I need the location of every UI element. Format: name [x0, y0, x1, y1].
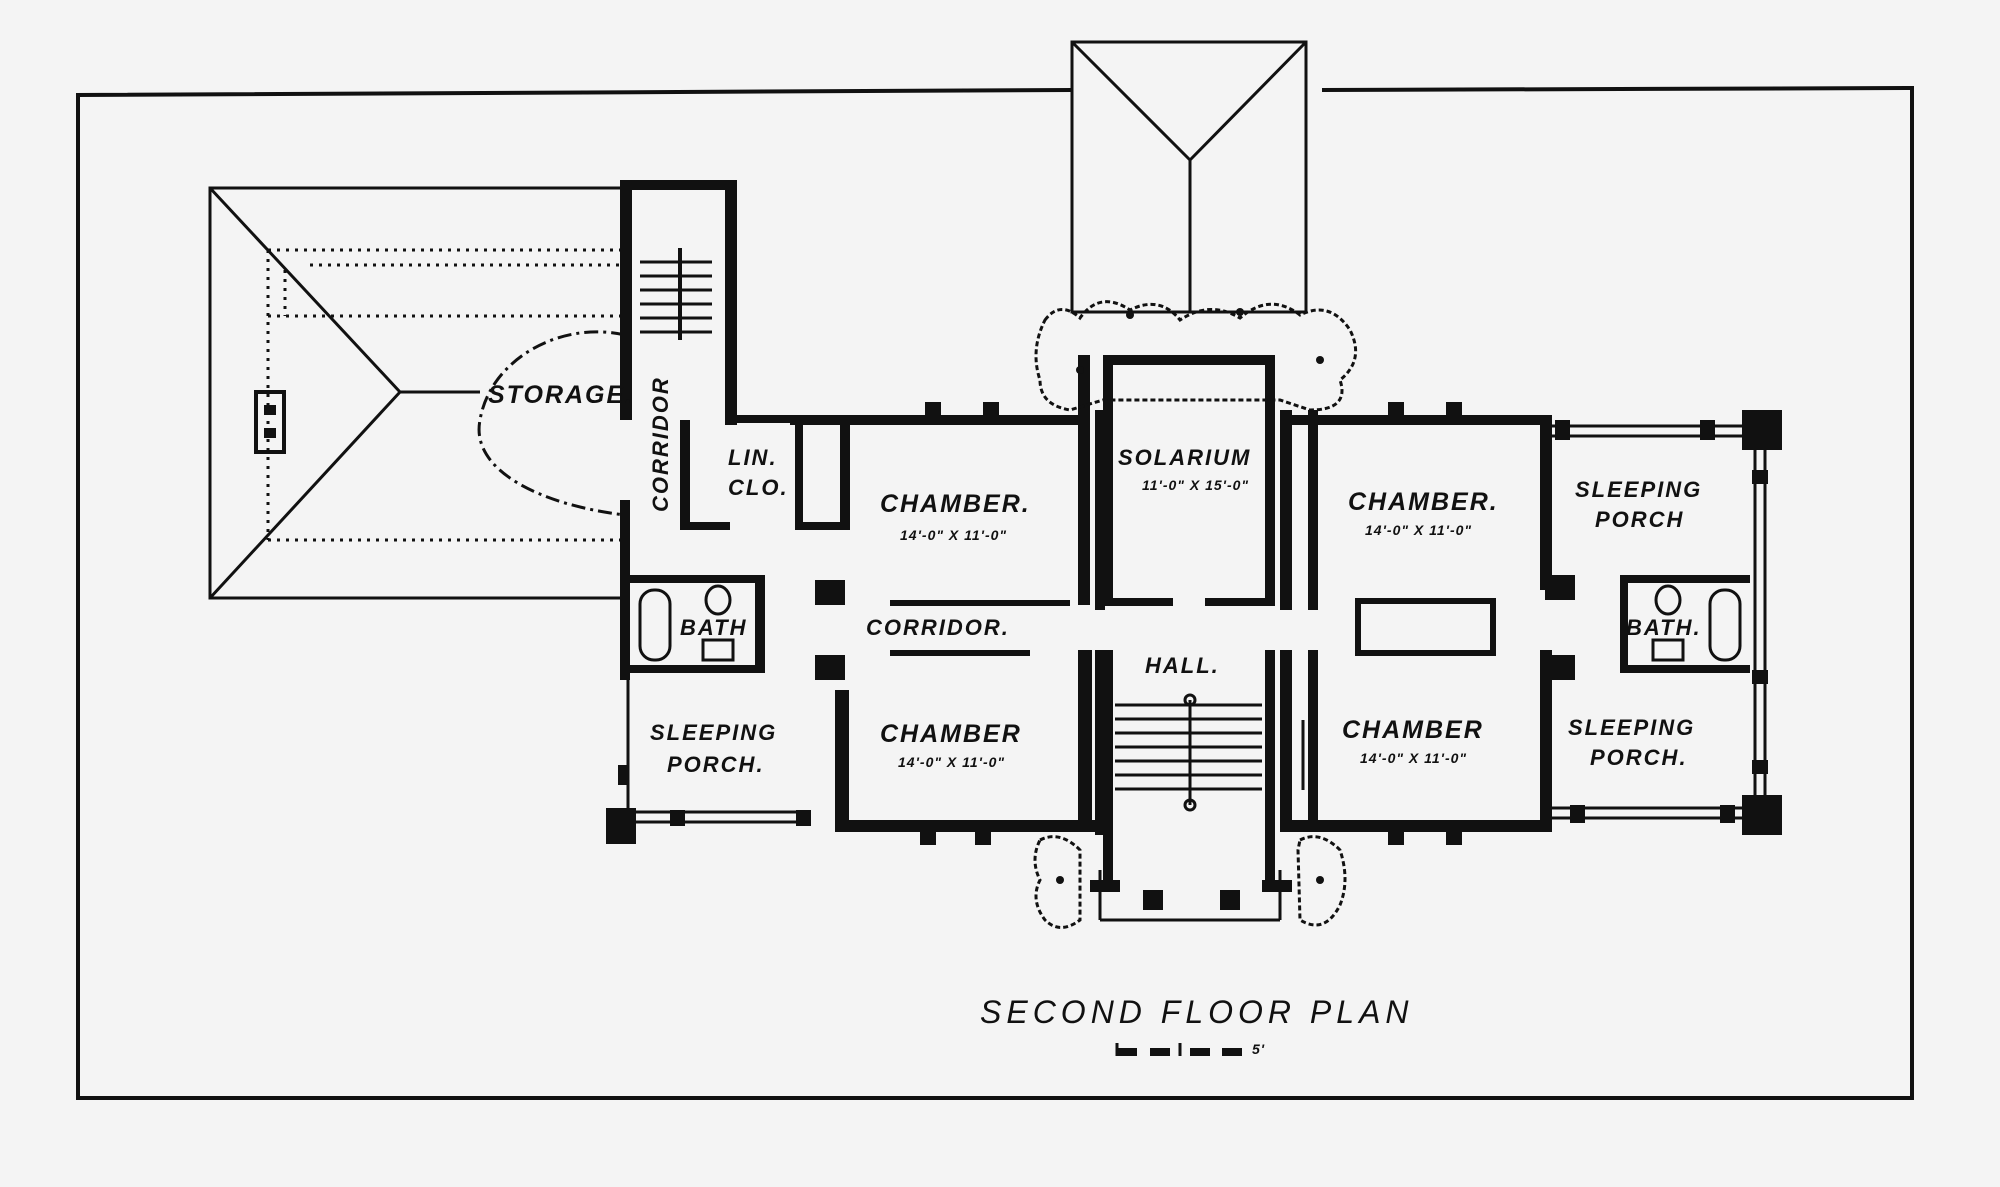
sleeping-porch-sw-label-2: PORCH.	[667, 752, 765, 777]
corridor-horizontal-label: CORRIDOR.	[866, 615, 1010, 640]
scale-bar-label: 5'	[1252, 1041, 1265, 1057]
chamber-sw-label: CHAMBER	[880, 720, 1022, 748]
corridor-vertical-label: CORRIDOR	[648, 376, 673, 512]
sleeping-porch-ne-label-2: PORCH	[1595, 507, 1684, 532]
sleeping-porch-se-label-2: PORCH.	[1590, 745, 1688, 770]
linen-closet-label-2: CLO.	[728, 475, 789, 500]
window-lines	[840, 440, 1552, 922]
chamber-nw-label: CHAMBER.	[880, 490, 1031, 518]
sleeping-porch-ne-label-1: SLEEPING	[1575, 477, 1702, 502]
plan-title-block: SECOND FLOOR PLAN 5'	[980, 994, 1414, 1057]
solarium-dim: 11'-0" X 15'-0"	[1142, 477, 1249, 493]
storage-outline	[477, 330, 626, 517]
tower-stairs	[640, 248, 712, 340]
solarium-label: SOLARIUM	[1118, 445, 1251, 470]
west-roof-outline	[208, 186, 620, 600]
chamber-ne-dim: 14'-0" X 11'-0"	[1365, 522, 1472, 538]
bath-east-label: BATH.	[1626, 615, 1702, 640]
sleeping-porch-se-label-1: SLEEPING	[1568, 715, 1695, 740]
hall-stairs	[1115, 693, 1262, 812]
walls	[606, 180, 1782, 910]
chamber-se-dim: 14'-0" X 11'-0"	[1360, 750, 1467, 766]
bath-fixtures-west	[638, 584, 735, 662]
chamber-nw-dim: 14'-0" X 11'-0"	[900, 527, 1007, 543]
hall-label: HALL.	[1145, 653, 1220, 678]
scale-bar: 5'	[1115, 1041, 1265, 1057]
chamber-se-label: CHAMBER	[1342, 716, 1484, 744]
plan-title: SECOND FLOOR PLAN	[980, 994, 1414, 1030]
chamber-ne-label: CHAMBER.	[1348, 488, 1499, 516]
sleeping-porch-sw-label-1: SLEEPING	[650, 720, 777, 745]
solarium-roof-outline	[1070, 40, 1308, 314]
room-labels: STORAGE. CORRIDOR LIN. CLO. CHAMBER. 14'…	[488, 376, 1702, 777]
shrubbery	[1033, 300, 1358, 929]
bath-west-label: BATH	[680, 615, 747, 640]
chamber-sw-dim: 14'-0" X 11'-0"	[898, 754, 1005, 770]
bath-fixtures-east	[1651, 584, 1742, 662]
storage-label: STORAGE.	[488, 381, 634, 409]
linen-closet-label-1: LIN.	[728, 445, 778, 470]
border-frame	[76, 85, 1914, 1100]
